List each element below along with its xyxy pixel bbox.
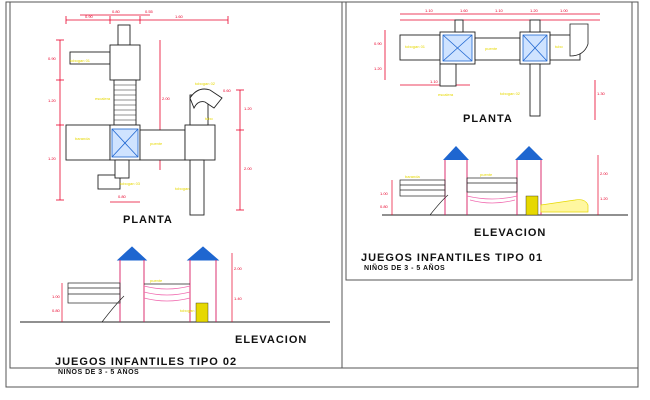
elevation-label-tipo-01: ELEVACION <box>474 227 547 239</box>
svg-text:1.60: 1.60 <box>175 14 184 19</box>
svg-text:baranda: baranda <box>405 174 420 179</box>
svg-text:tobogan: tobogan <box>180 308 194 313</box>
svg-text:2.00: 2.00 <box>600 171 609 176</box>
svg-text:puente: puente <box>485 46 498 51</box>
svg-text:1.10: 1.10 <box>425 8 434 13</box>
svg-text:1.20: 1.20 <box>244 106 253 111</box>
svg-text:2.00: 2.00 <box>234 266 243 271</box>
svg-text:1.00: 1.00 <box>52 294 61 299</box>
svg-text:1.60: 1.60 <box>460 8 469 13</box>
svg-text:2.00: 2.00 <box>162 96 171 101</box>
plan-label-tipo-02: PLANTA <box>123 214 173 226</box>
svg-text:1.20: 1.20 <box>530 8 539 13</box>
svg-text:puente: puente <box>150 278 163 283</box>
svg-text:0.90: 0.90 <box>85 14 94 19</box>
svg-text:puente: puente <box>150 141 163 146</box>
elevation-label-tipo-02: ELEVACION <box>235 334 308 346</box>
svg-text:escalera: escalera <box>95 96 111 101</box>
svg-text:1.10: 1.10 <box>495 8 504 13</box>
title-tipo-01: JUEGOS INFANTILES TIPO 01 <box>361 252 544 264</box>
svg-text:1.10: 1.10 <box>430 79 439 84</box>
svg-text:puente: puente <box>480 172 493 177</box>
svg-text:0.80: 0.80 <box>118 194 127 199</box>
svg-text:0.90: 0.90 <box>48 56 57 61</box>
svg-text:tubo: tubo <box>205 116 214 121</box>
svg-text:tobogan 02: tobogan 02 <box>195 81 216 86</box>
svg-text:baranda: baranda <box>75 136 90 141</box>
svg-text:0.55: 0.55 <box>145 9 154 14</box>
svg-text:1.20: 1.20 <box>374 66 383 71</box>
svg-text:1.00: 1.00 <box>380 191 389 196</box>
elevation-tipo-01: 1.00 0.80 2.00 1.20 baranda puente <box>380 146 628 216</box>
dimension-lines <box>56 14 244 211</box>
svg-text:tobogan: tobogan <box>175 186 189 191</box>
svg-text:1.30: 1.30 <box>597 91 606 96</box>
svg-text:1.20: 1.20 <box>48 98 57 103</box>
svg-text:tobogan 01: tobogan 01 <box>405 44 426 49</box>
svg-text:1.20: 1.20 <box>600 196 609 201</box>
subtitle-tipo-02: NIÑOS DE 3 - 5 AÑOS <box>58 369 140 376</box>
svg-text:0.80: 0.80 <box>112 9 121 14</box>
title-tipo-02: JUEGOS INFANTILES TIPO 02 <box>55 356 238 368</box>
subtitle-tipo-01: NIÑOS DE 3 - 5 AÑOS <box>364 265 446 272</box>
svg-text:0.90: 0.90 <box>374 41 383 46</box>
svg-text:2.00: 2.00 <box>244 166 253 171</box>
svg-text:tubo: tubo <box>555 44 564 49</box>
svg-text:tobogan 01: tobogan 01 <box>70 58 91 63</box>
elevation-tipo-02: 1.00 0.80 2.00 1.40 puente tobogan <box>20 246 330 323</box>
plan-label-tipo-01: PLANTA <box>463 113 513 125</box>
sheet-frames <box>5 1 639 388</box>
svg-text:1.00: 1.00 <box>560 8 569 13</box>
svg-text:1.20: 1.20 <box>48 156 57 161</box>
svg-text:tobogan 03: tobogan 03 <box>120 181 141 186</box>
svg-text:escalera: escalera <box>438 92 454 97</box>
svg-text:0.80: 0.80 <box>52 308 61 313</box>
svg-text:0.80: 0.80 <box>380 204 389 209</box>
svg-text:1.40: 1.40 <box>234 296 243 301</box>
plan-tipo-02: 0.80 0.55 0.90 1.60 0.90 1.20 1.20 1.20 2.00… <box>48 9 253 216</box>
svg-text:0.60: 0.60 <box>223 88 232 93</box>
svg-text:tobogan 02: tobogan 02 <box>500 91 521 96</box>
